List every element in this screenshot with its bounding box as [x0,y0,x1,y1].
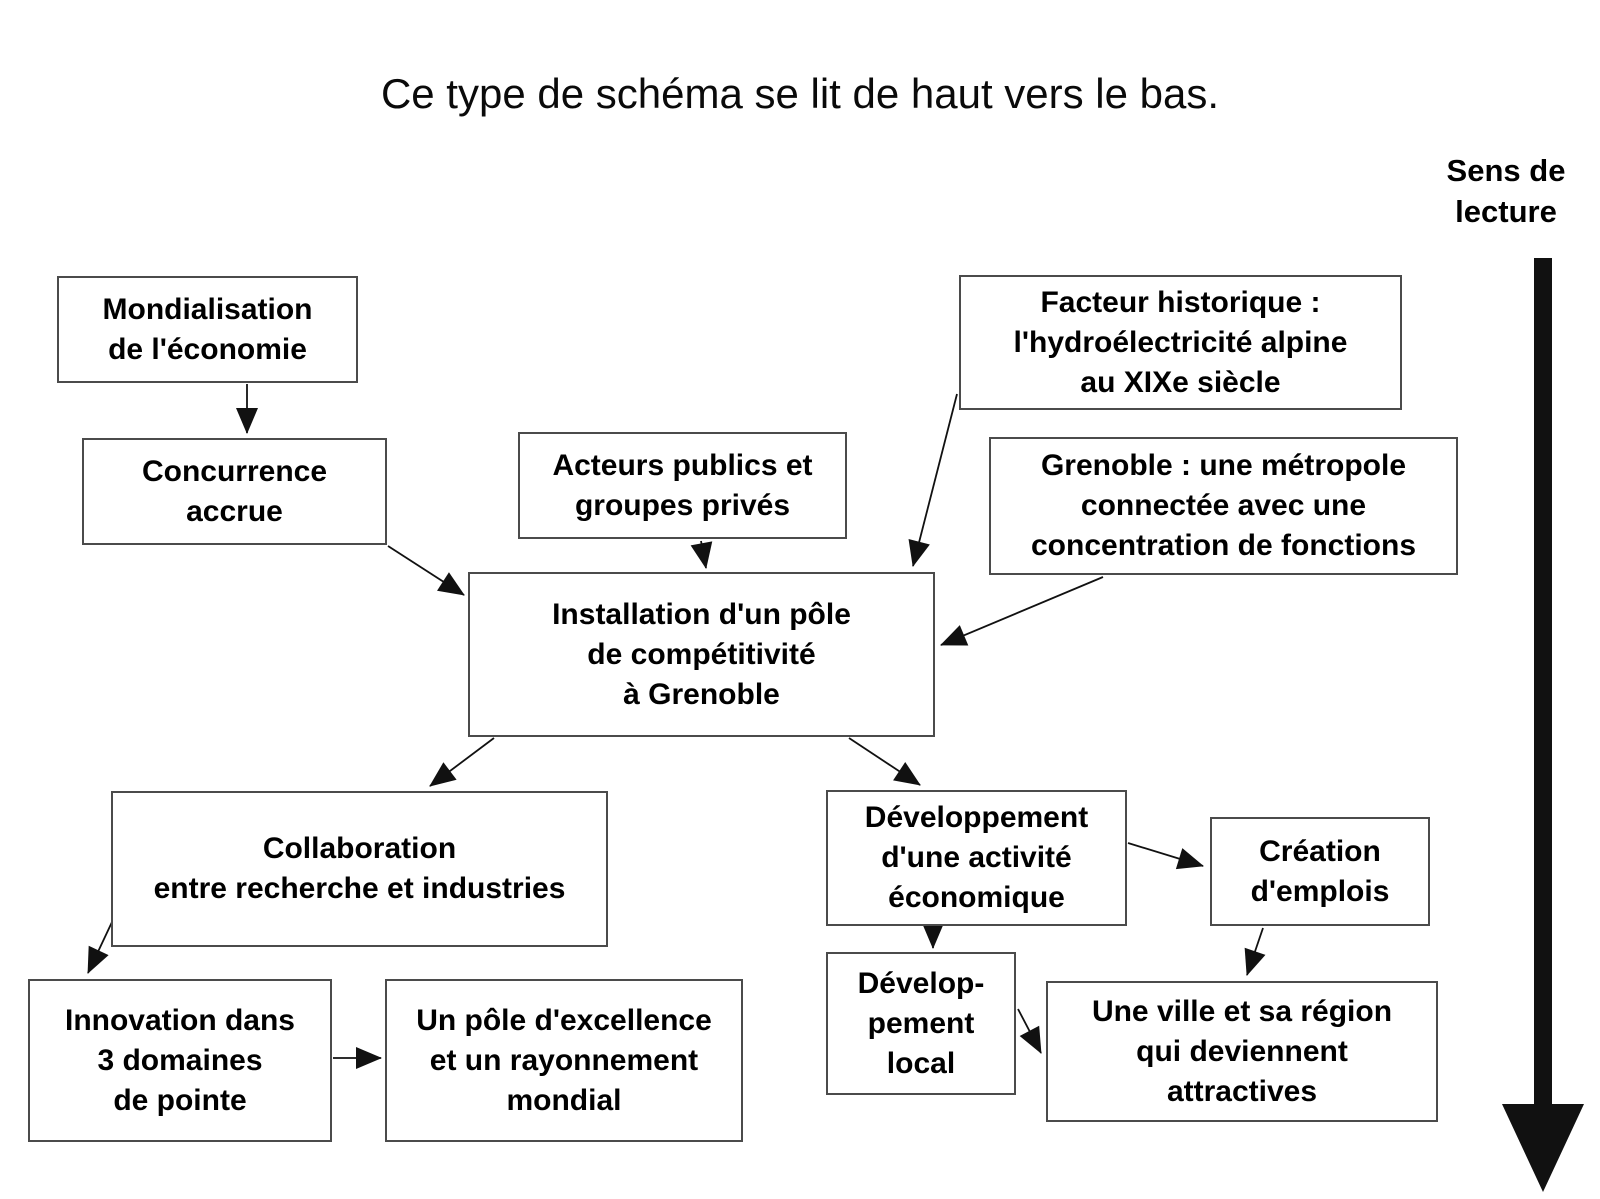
diagram-title: Ce type de schéma se lit de haut vers le… [380,70,1220,117]
node-une-ville: Une ville et sa région qui deviennent at… [1046,981,1438,1122]
node-concurrence: Concurrence accrue [82,438,387,545]
arrow-grenoble-to-installation [940,576,1104,646]
node-innovation: Innovation dans 3 domaines de pointe [28,979,332,1142]
arrow-collaboration-to-innovation [87,921,113,974]
arrow-creation-to-une-ville [1244,927,1266,976]
arrow-concurrence-to-installation [387,545,465,596]
arrow-developpement-to-creation [1127,842,1204,870]
node-collaboration: Collaboration entre recherche et industr… [111,791,608,947]
node-developpement-activite: Développement d'une activité économique [826,790,1127,926]
node-acteurs-publics: Acteurs publics et groupes privés [518,432,847,539]
arrow-facteur-to-installation [908,393,958,567]
node-mondialisation: Mondialisation de l'économie [57,276,358,383]
node-facteur-historique: Facteur historique : l'hydroélectricité … [959,275,1402,410]
arrow-installation-to-collaboration [429,737,495,787]
arrow-acteurs-to-installation [690,540,713,569]
node-pole-excellence: Un pôle d'excellence et un rayonnement m… [385,979,743,1142]
arrow-developpement-local-to-une-ville [1017,1008,1042,1054]
node-installation: Installation d'un pôle de compétitivité … [468,572,935,737]
node-creation-emplois: Création d'emplois [1210,817,1430,926]
arrow-installation-to-developpement [848,737,921,786]
reading-direction-arrow [1502,258,1584,1192]
node-developpement-local: Dévelop- pement local [826,952,1016,1095]
reading-direction-label: Sens de lecture [1446,153,1566,229]
node-grenoble-metropole: Grenoble : une métropole connectée avec … [989,437,1458,575]
